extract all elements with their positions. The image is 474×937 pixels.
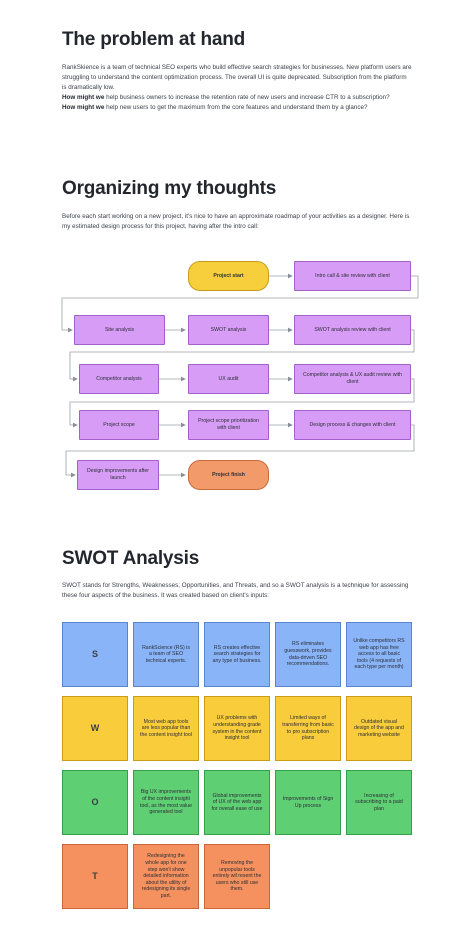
swot-strength-3: RS eliminates guesswork, provides data-d…: [275, 622, 341, 687]
flow-scope-prioritization: Project scope prioritization with client: [188, 410, 269, 440]
swot-weakness-2: UX problems with understanding grade sys…: [204, 696, 270, 761]
swot-letter-s: S: [62, 622, 128, 687]
flow-site-analysis: Site analysis: [74, 315, 165, 345]
swot-opportunity-4: Increasing of subscribing to a paid plan: [346, 770, 412, 835]
swot-weakness-4: Outdated visual design of the app and ma…: [346, 696, 412, 761]
swot-weakness-3: Limited ways of transferring from basic …: [275, 696, 341, 761]
flow-competitor-review: Competitor analysis & UX audit review wi…: [294, 364, 411, 394]
swot-strength-2: RS creates effective search strategies f…: [204, 622, 270, 687]
flow-competitor-analysis: Competitor analysis: [79, 364, 159, 394]
swot-letter-t: T: [62, 844, 128, 909]
hmw-line-1: How might we help business owners to inc…: [62, 93, 412, 103]
swot-strength-1: RankScience (RS) is a team of SEO techni…: [133, 622, 199, 687]
process-intro: Before each start working on a new proje…: [62, 213, 410, 230]
hmw-text-2: help new users to get the maximum from t…: [104, 104, 368, 111]
swot-letter-o: O: [62, 770, 128, 835]
swot-intro: SWOT stands for Strengths, Weaknesses, O…: [62, 582, 409, 599]
problem-description: RankSkience is a team of technical SEO e…: [62, 63, 412, 113]
flow-project-finish: Project finish: [188, 460, 269, 490]
flow-wrap-arrow: [69, 329, 415, 382]
flow-wrap-arrow: [65, 424, 415, 478]
flow-swot-analysis: SWOT analysis: [188, 315, 269, 345]
flow-design-improvements: Design improvements after launch: [77, 460, 159, 490]
swot-strength-4: Unlike competitors RS web app has free a…: [346, 622, 412, 687]
flow-swot-review: SWOT analysis review with client: [294, 315, 411, 345]
swot-letter-w: W: [62, 696, 128, 761]
flow-intro-call: Intro call & site review with client: [294, 261, 411, 291]
swot-weakness-1: Most web app tools are less popular than…: [133, 696, 199, 761]
problem-heading: The problem at hand: [62, 29, 246, 50]
process-heading: Organizing my thoughts: [62, 178, 277, 199]
swot-opportunity-3: Improvements of Sign Up process: [275, 770, 341, 835]
swot-threat-2: Removing the unpopular tools entirely wi…: [204, 844, 270, 909]
flow-wrap-arrow: [61, 275, 419, 333]
swot-threat-1: Redesigning the whole app for one step w…: [133, 844, 199, 909]
flow-project-start: Project start: [188, 261, 269, 291]
flow-wrap-arrow: [69, 378, 415, 428]
swot-heading: SWOT Analysis: [62, 548, 200, 569]
hmw-label: How might we: [62, 104, 105, 111]
flow-design-process: Design process & changes with client: [294, 410, 411, 440]
flow-project-scope: Project scope: [79, 410, 159, 440]
swot-opportunity-2: Global improvements of UX of the web app…: [204, 770, 270, 835]
hmw-text-1: help business owners to increase the ret…: [104, 94, 390, 101]
hmw-line-2: How might we help new users to get the m…: [62, 103, 412, 113]
hmw-label: How might we: [62, 94, 105, 101]
flow-ux-audit: UX audit: [188, 364, 269, 394]
swot-opportunity-1: Big UX improvements of the content insig…: [133, 770, 199, 835]
problem-paragraph: RankSkience is a team of technical SEO e…: [62, 64, 412, 91]
